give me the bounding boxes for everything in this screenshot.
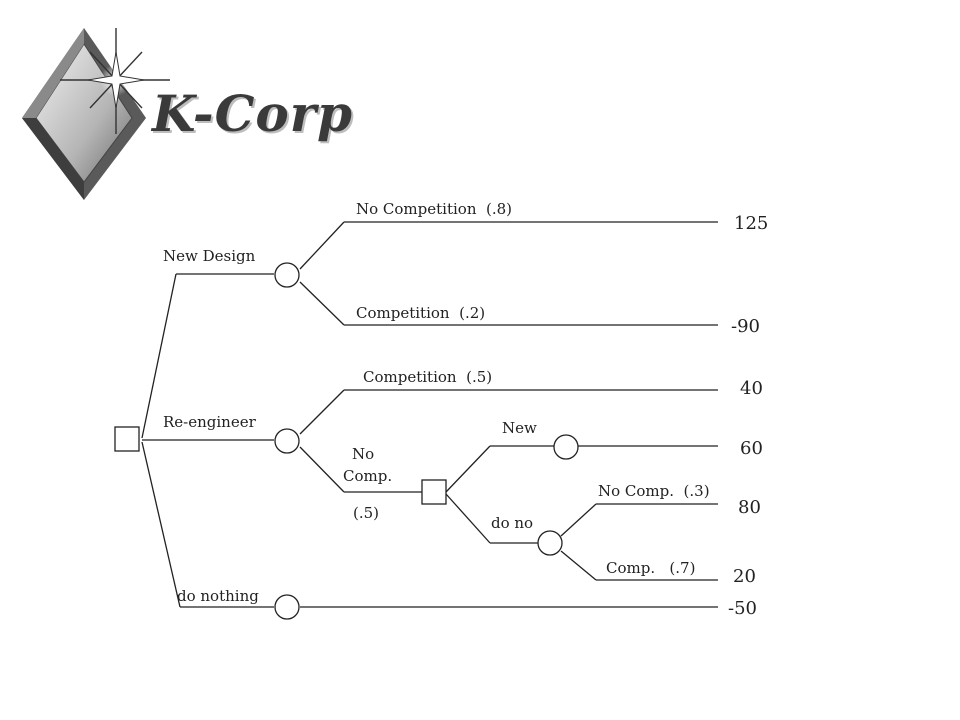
label-re-engineer: Re-engineer: [163, 413, 257, 431]
edge-do-no-comp: [560, 550, 597, 581]
chance-node-re-engineer: [274, 428, 300, 454]
label-new-design: New Design: [163, 247, 256, 265]
edge-new-design-competition: [299, 281, 345, 326]
label-do-nothing: do nothing: [177, 587, 259, 605]
edge-re-engineer-competition: [299, 389, 345, 435]
edge-new-design-no-competition: [299, 221, 345, 270]
payoff-20: 20: [733, 566, 756, 587]
chance-node-new: [553, 434, 579, 460]
edge-re-engineer-no-comp: [299, 446, 345, 493]
edge-do-no-no-comp: [560, 503, 597, 537]
payoff-80: 80: [738, 497, 761, 518]
diamond-sparkle-logo-icon: [22, 28, 170, 200]
label-competition-02: Competition (.2): [356, 304, 485, 322]
label-comp-07: Comp. (.7): [606, 559, 695, 577]
edge-root-new-design: [141, 273, 177, 439]
label-no-comp-03: No Comp. (.3): [598, 482, 710, 500]
label-no-comp-line1: No: [352, 445, 374, 463]
decision-node-sub: [421, 479, 447, 505]
label-no-competition: No Competition (.8): [356, 200, 512, 218]
decision-node-root: [114, 426, 140, 452]
edge-sub-new: [445, 445, 491, 493]
chance-node-do-nothing: [274, 594, 300, 620]
payoff-minus-90: -90: [731, 316, 760, 337]
page-title: K-Corp: [152, 84, 354, 143]
label-no-comp-prob: (.5): [353, 504, 379, 522]
edge-root-do-nothing: [141, 441, 181, 608]
label-do-no: do no: [491, 514, 533, 532]
payoff-minus-50: -50: [728, 598, 757, 619]
label-no-comp-line2: Comp.: [343, 467, 392, 485]
edge-sub-do-no: [445, 493, 491, 544]
chance-node-do-no: [537, 530, 563, 556]
payoff-125: 125: [734, 213, 768, 234]
label-competition-05: Competition (.5): [363, 368, 492, 386]
label-new: New: [502, 419, 537, 437]
payoff-40: 40: [740, 378, 763, 399]
payoff-60: 60: [740, 438, 763, 459]
chance-node-new-design: [274, 262, 300, 288]
